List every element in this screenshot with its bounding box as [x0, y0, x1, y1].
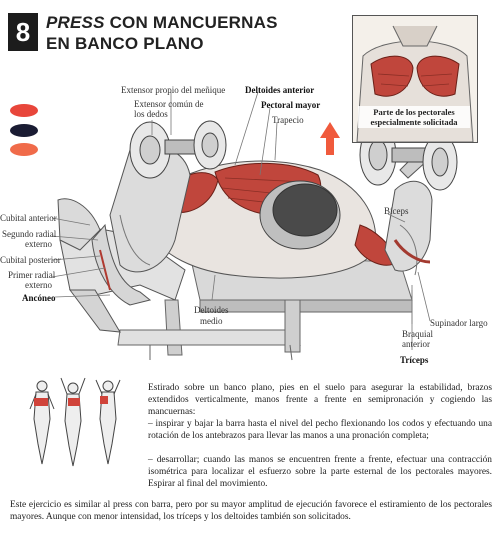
label-extensor-comun: Extensor común de	[134, 99, 204, 109]
label-pectoral-mayor: Pectoral mayor	[261, 100, 321, 110]
muscle-legend-dot-navy	[10, 124, 38, 137]
instruction-paragraph-3: – desarrollar; cuando las manos se encue…	[148, 455, 492, 489]
title-line1-rest: CON MANCUERNAS	[104, 13, 278, 32]
label-supinador-largo: Supinador largo	[430, 318, 488, 328]
label-primer-radial: Primer radial	[8, 270, 56, 280]
label-extensor-comun-2: los dedos	[134, 109, 168, 119]
label-triceps: Tríceps	[400, 355, 429, 365]
main-illustration	[51, 91, 458, 361]
label-braquial-anterior-2: anterior	[402, 339, 430, 349]
label-deltoides-medio-2: medio	[200, 316, 223, 326]
muscle-legend-dot-orange	[10, 143, 38, 156]
label-segundo-radial: Segundo radial	[2, 229, 57, 239]
instruction-paragraph-2: – inspirar y bajar la barra hasta el niv…	[148, 419, 492, 441]
inset-caption-line2: especialmente solicitada	[370, 117, 458, 127]
left-dumbbell-illustration	[129, 120, 227, 179]
label-anconeo: Ancóneo	[22, 293, 56, 303]
label-primer-radial-2: externo	[25, 280, 52, 290]
label-segundo-radial-2: externo	[25, 239, 52, 249]
exercise-number-badge: 8	[8, 13, 38, 51]
instruction-paragraph-1: Estirado sobre un banco plano, pies en e…	[148, 383, 492, 417]
inset-caption: Parte de los pectorales especialmente so…	[358, 106, 470, 128]
left-arm-illustration	[91, 145, 191, 306]
label-cubital-anterior: Cubital anterior	[0, 213, 57, 223]
label-cubital-posterior: Cubital posterior	[0, 255, 61, 265]
muscle-legend-dot-red	[10, 104, 38, 117]
exercise-title: PRESS CON MANCUERNAS EN BANCO PLANO	[46, 12, 278, 54]
title-line2: EN BANCO PLANO	[46, 34, 204, 53]
up-arrow-icon	[320, 122, 340, 155]
label-biceps: Bíceps	[384, 206, 409, 216]
label-trapecio: Trapecio	[272, 115, 304, 125]
inset-caption-line1: Parte de los pectorales	[373, 107, 455, 117]
instruction-paragraph-4: Este ejercicio es similar al press con b…	[10, 500, 492, 522]
small-figures-illustration	[29, 377, 121, 467]
title-italic-word: PRESS	[46, 13, 105, 32]
label-deltoides-anterior: Deltoides anterior	[245, 85, 315, 95]
torso-illustration	[149, 160, 399, 279]
label-deltoides-medio: Deltoides	[194, 305, 229, 315]
leader-lines	[51, 91, 431, 350]
label-extensor-menique: Extensor propio del meñique	[121, 85, 226, 95]
label-braquial-anterior: Braquial	[402, 329, 433, 339]
